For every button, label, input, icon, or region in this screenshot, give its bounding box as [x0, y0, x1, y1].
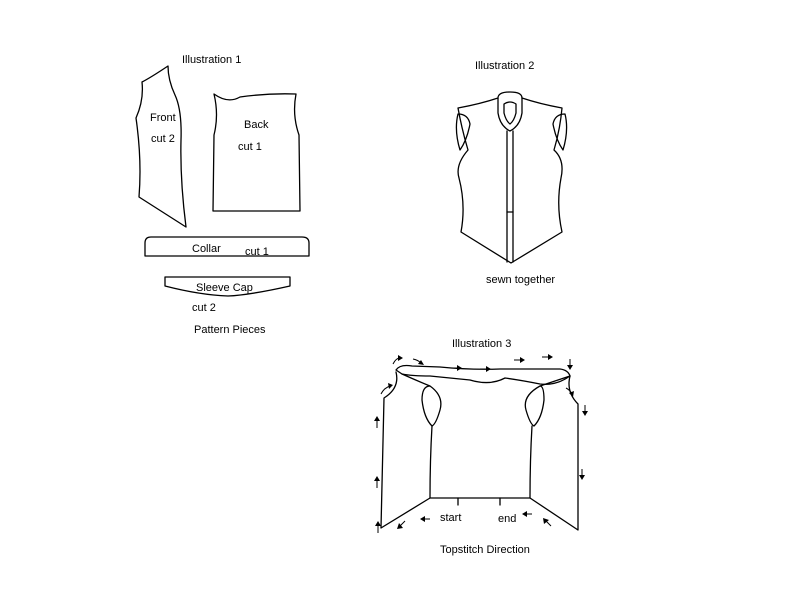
vest-body-outline	[457, 97, 563, 264]
topstitch-left-side	[380, 371, 431, 529]
collar-label: Collar	[192, 243, 221, 255]
sleeve-cap-label: Sleeve Cap	[196, 282, 253, 294]
end-label: end	[498, 513, 516, 525]
arrow-bottom-left-inner	[420, 516, 430, 522]
arrow-collar-2	[451, 365, 462, 371]
arrow-left-up-lower	[375, 521, 381, 533]
vest-collar	[497, 91, 523, 132]
sewn-vest	[455, 91, 568, 264]
arrow-left-shoulder	[380, 383, 393, 395]
arrow-collar-3	[480, 366, 491, 372]
topstitch-inner-body	[429, 425, 533, 499]
arrow-right-armhole	[565, 387, 574, 397]
opened-vest	[380, 364, 579, 531]
arrow-bottom-right-diagonal	[543, 518, 552, 527]
pattern-pieces-caption: Pattern Pieces	[194, 324, 266, 336]
topstitch-collar	[395, 364, 571, 385]
arrow-right-shoulder-down	[567, 359, 573, 370]
back-cut-label: cut 1	[238, 141, 262, 153]
sleeve-cap-piece	[164, 276, 291, 297]
illustration-2-title: Illustration 2	[475, 60, 534, 72]
collar-piece	[144, 236, 310, 257]
illustration-3-title: Illustration 3	[452, 338, 511, 350]
arrow-collar-4	[514, 357, 525, 363]
back-label: Back	[244, 119, 269, 131]
front-piece	[135, 65, 187, 228]
topstitch-direction-caption: Topstitch Direction	[440, 544, 530, 556]
right-armhole	[524, 375, 571, 427]
collar-cut-label: cut 1	[245, 246, 269, 258]
vest-neck-opening	[503, 101, 517, 125]
illustration-1-title: Illustration 1	[182, 54, 241, 66]
arrow-left-up-middle	[374, 476, 380, 488]
topstitch-arrows	[374, 354, 588, 533]
left-sleeve-cap	[455, 113, 471, 151]
sleeve-cap-cut-label: cut 2	[192, 302, 216, 314]
arrow-left-up-upper	[374, 416, 380, 428]
front-label: Front	[150, 112, 176, 124]
arrow-collar-1	[412, 358, 424, 365]
start-label: start	[440, 512, 461, 524]
arrow-bottom-right-inner	[522, 511, 532, 517]
right-sleeve-cap	[552, 113, 568, 151]
arrow-collar-corner-left	[392, 355, 403, 365]
left-armhole	[401, 373, 442, 427]
arrow-right-down-upper	[582, 405, 588, 416]
sewn-together-caption: sewn together	[486, 274, 555, 286]
arrow-collar-5	[542, 354, 553, 360]
back-piece	[212, 93, 301, 212]
front-cut-label: cut 2	[151, 133, 175, 145]
arrow-bottom-left-diagonal	[397, 520, 406, 529]
arrow-right-down-lower	[579, 469, 585, 480]
topstitch-right-side	[529, 375, 579, 531]
